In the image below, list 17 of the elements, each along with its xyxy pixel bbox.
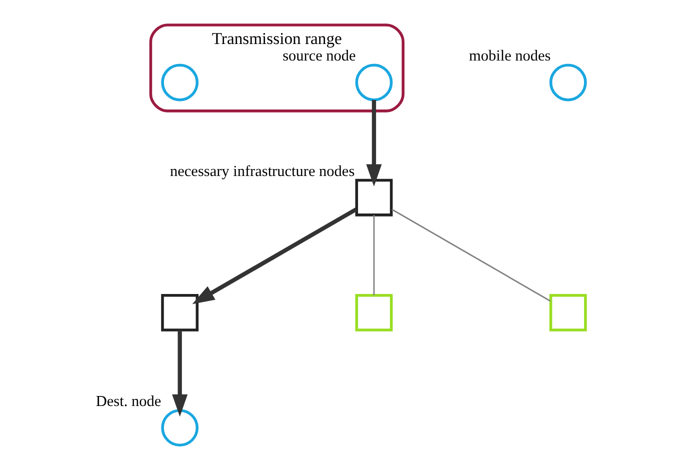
node-label: necessary infrastructure nodes [170,162,354,180]
node-box [548,294,586,332]
connector [372,215,374,296]
node-circle [160,64,198,102]
arrow [192,208,357,304]
node-box [354,294,392,332]
node-label: source node [282,48,356,65]
connector [391,208,550,302]
node-label: mobile nodes [468,48,550,65]
node-box [160,294,198,332]
node-box [354,178,392,216]
node-circle [548,64,586,102]
node-circle [160,409,198,447]
node-circle [354,64,392,102]
node-label: Dest. node [95,393,161,410]
arrow [172,330,188,417]
arrow [366,100,382,186]
